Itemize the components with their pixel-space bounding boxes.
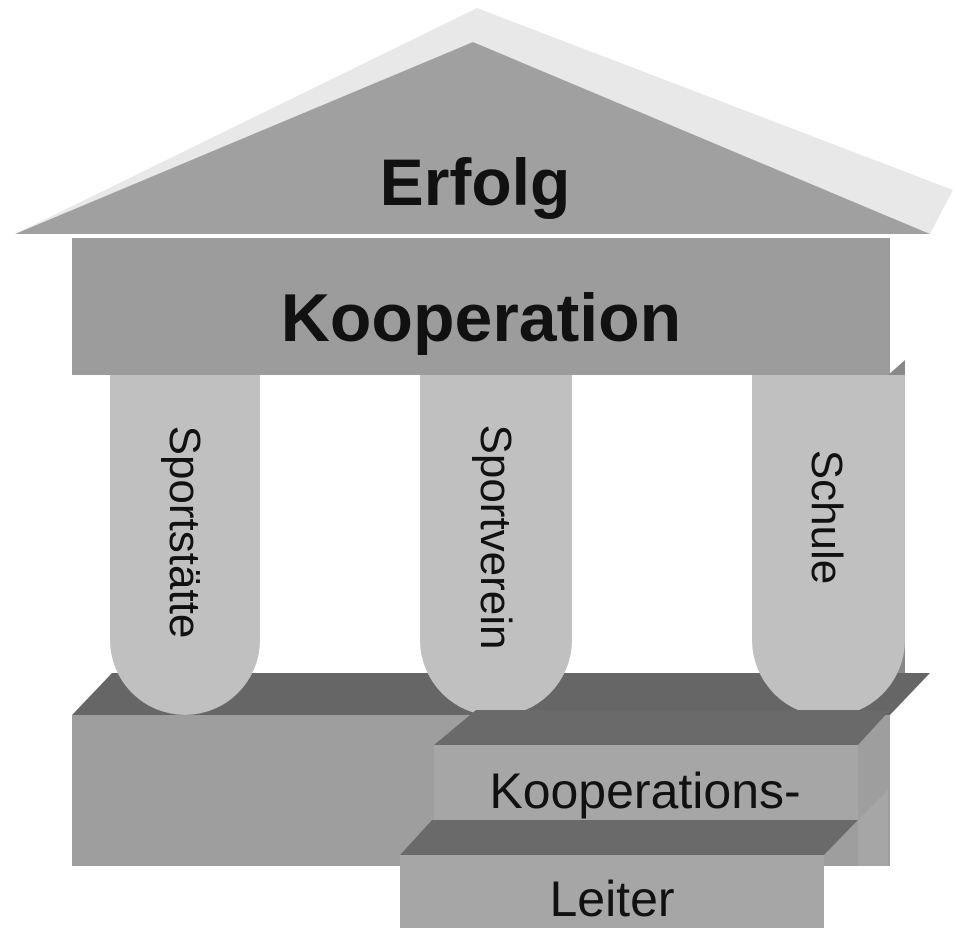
- step-label: Kooperations-: [489, 763, 800, 819]
- pillar-label: Sportstätte: [160, 426, 209, 639]
- beam-label: Kooperation: [281, 280, 681, 356]
- step-front: [434, 745, 858, 820]
- side-block: [858, 790, 888, 866]
- step-top: [400, 820, 858, 855]
- roof-front: [15, 42, 930, 234]
- pillar-body: [752, 375, 905, 717]
- roof: Erfolg: [15, 8, 953, 234]
- pillar-label: Sportverein: [471, 424, 520, 649]
- beam-block: [72, 238, 890, 375]
- pillar-label: Schule: [802, 450, 851, 585]
- pillar-schule: Schule: [752, 375, 905, 717]
- pillar-sportstaette: Sportstätte: [110, 375, 260, 715]
- pillar-body: [110, 375, 260, 715]
- step-leiter: Leiter: [400, 820, 858, 928]
- step-top: [434, 710, 890, 745]
- pillar-body: [420, 375, 572, 716]
- step-kooperations: Kooperations-: [434, 710, 890, 820]
- beam: Kooperation: [72, 238, 890, 375]
- roof-label: Erfolg: [380, 145, 571, 219]
- pillar-sportverein: Sportverein: [420, 375, 572, 716]
- step-label: Leiter: [549, 871, 674, 927]
- step-front: [400, 855, 824, 928]
